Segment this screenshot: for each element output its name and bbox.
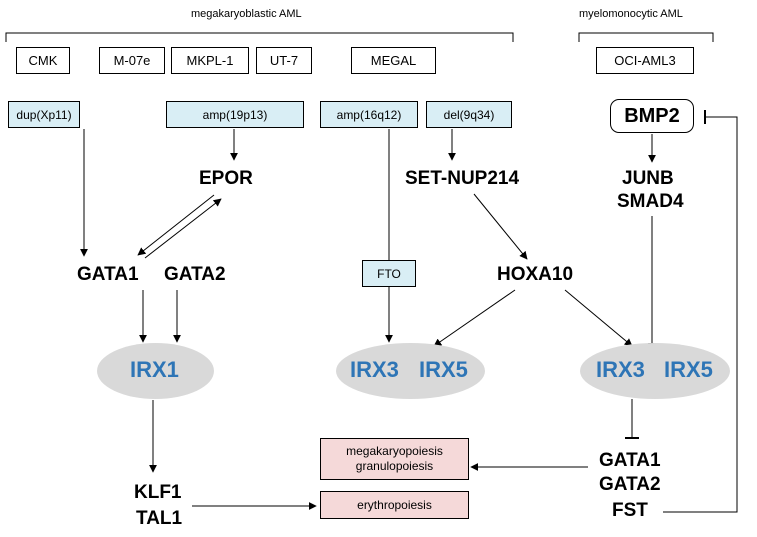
gene-junb: JUNB (622, 168, 674, 189)
process-megakaryo-granulo: megakaryopoiesis granulopoiesis (320, 438, 469, 480)
process-granulopoiesis: granulopoiesis (355, 459, 434, 473)
gene-set-nup214: SET-NUP214 (405, 168, 520, 189)
cell-line-megal: MEGAL (351, 47, 436, 74)
myelomonocytic-header: myelomonocytic AML (579, 8, 683, 20)
aberration-dup-xp11: dup(Xp11) (8, 101, 80, 128)
cell-line-ut7: UT-7 (256, 47, 312, 74)
arrow-hoxa10-to-irx-right (564, 289, 633, 347)
gene-fst: FST (612, 500, 648, 521)
process-erythropoiesis: erythropoiesis (320, 491, 469, 519)
gene-irx3-middle: IRX3 (350, 357, 399, 382)
irx3-irx5-middle-ellipse (336, 343, 485, 399)
gene-irx1: IRX1 (130, 357, 179, 382)
aberration-amp-19p13: amp(19p13) (166, 101, 304, 128)
arrow-gata1-to-epor (144, 198, 222, 259)
arrow-epor-to-gata1 (137, 194, 215, 256)
cell-line-cmk: CMK (16, 47, 70, 74)
aberration-amp-16q12: amp(16q12) (320, 101, 418, 128)
gene-gata2-right: GATA2 (599, 474, 661, 495)
gene-gata1-left: GATA1 (77, 264, 139, 285)
gene-irx5-right: IRX5 (664, 357, 713, 382)
arrow-hoxa10-to-irx-mid (433, 289, 516, 347)
irx3-irx5-right-ellipse (580, 343, 730, 399)
gene-gata2-left: GATA2 (164, 264, 226, 285)
gene-klf1: KLF1 (134, 482, 182, 503)
gene-gata1-right: GATA1 (599, 450, 661, 471)
process-megakaryopoiesis: megakaryopoiesis (346, 444, 443, 458)
gene-epor: EPOR (199, 168, 253, 189)
arrow-setnup214-to-hoxa10 (473, 193, 528, 260)
cell-line-m07e: M-07e (99, 47, 165, 74)
feedback-fst-to-bmp2 (663, 116, 738, 513)
gene-smad4: SMAD4 (617, 191, 684, 212)
gene-fto: FTO (362, 260, 416, 287)
aberration-del-9q34: del(9q34) (426, 101, 512, 128)
myelomonocytic-bracket (578, 32, 714, 42)
cell-line-oci-aml3: OCI-AML3 (596, 47, 694, 74)
megakaryoblastic-bracket (5, 32, 514, 42)
megakaryoblastic-header: megakaryoblastic AML (191, 8, 302, 20)
cell-line-mkpl1: MKPL-1 (171, 47, 249, 74)
gene-tal1: TAL1 (136, 508, 183, 529)
gene-bmp2: BMP2 (610, 99, 694, 133)
gene-hoxa10: HOXA10 (497, 264, 574, 285)
gene-irx5-middle: IRX5 (419, 357, 468, 382)
gene-irx3-right: IRX3 (596, 357, 645, 382)
irx1-ellipse (97, 343, 214, 399)
